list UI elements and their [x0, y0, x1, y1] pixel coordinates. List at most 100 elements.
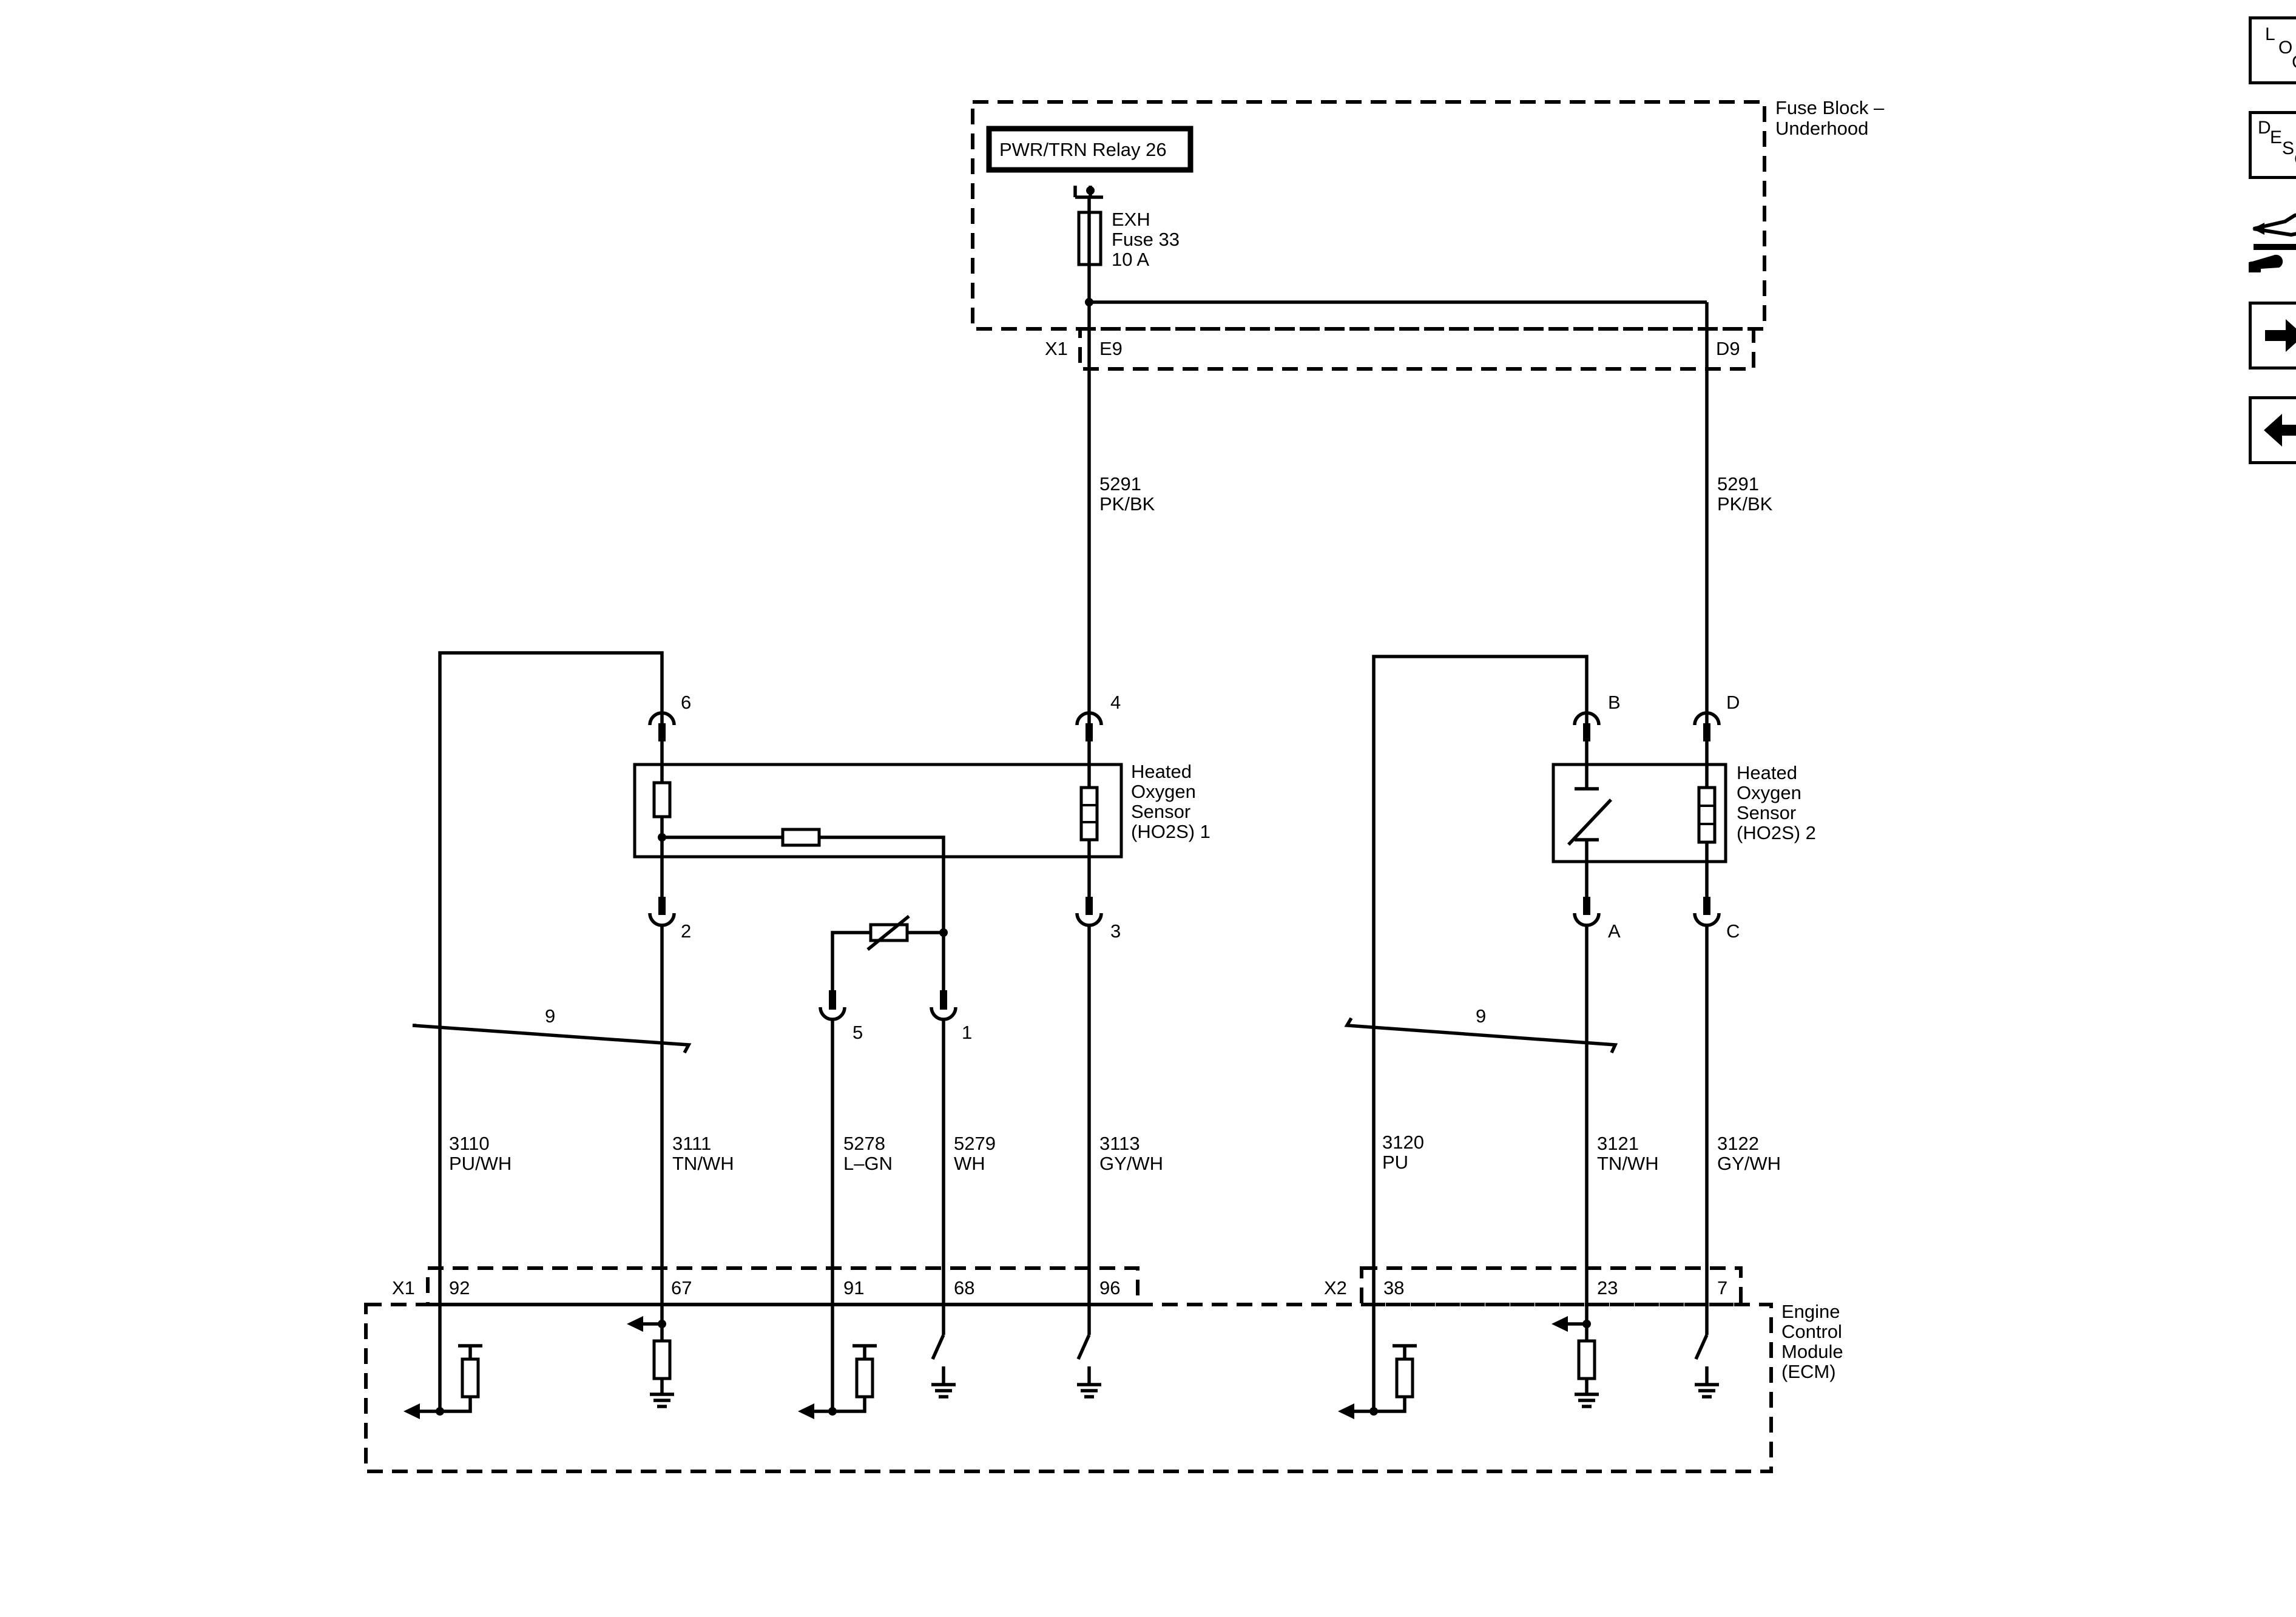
w3120-color: PU	[1382, 1152, 1408, 1173]
ecm-label-4: (ECM)	[1781, 1361, 1836, 1382]
ecm-pin-92: 92	[449, 1277, 470, 1298]
ecm-label-1: Engine	[1781, 1301, 1840, 1322]
ecm-pin-96: 96	[1099, 1277, 1120, 1298]
heater-element-icon	[1079, 786, 1099, 842]
ecm-pin-68: 68	[954, 1277, 974, 1298]
pin-3-label: 3	[1110, 920, 1121, 942]
w3113-color: GY/WH	[1099, 1153, 1163, 1174]
fuse-block-title-2: Underhood	[1775, 118, 1868, 139]
wire-3110	[438, 651, 664, 1409]
arrow-left-icon	[2264, 414, 2296, 447]
sensor2-label-1: Heated	[1737, 762, 1797, 783]
ecm-label-2: Control	[1781, 1321, 1842, 1342]
sensor1-label-2: Oxygen	[1131, 781, 1196, 802]
connector-pin-6	[648, 709, 676, 741]
w5279-circuit: 5279	[954, 1133, 996, 1154]
ecm-input-67-icon	[627, 1316, 674, 1408]
loc-letter-l: L	[2265, 24, 2275, 44]
ecm-switch-68-icon	[931, 1334, 956, 1399]
w3120-circuit: 3120	[1382, 1132, 1424, 1153]
ecm-pin-67: 67	[671, 1277, 692, 1298]
connector-tools-button[interactable]	[2244, 204, 2296, 279]
fuse-line3: 10 A	[1112, 249, 1149, 270]
wire-5291-right-circuit: 5291	[1717, 473, 1759, 495]
connector-tools-icon	[2244, 213, 2296, 279]
sensor1-label-4: (HO2S) 1	[1131, 821, 1210, 842]
w3122-color: GY/WH	[1717, 1153, 1781, 1174]
w3113-circuit: 3113	[1099, 1133, 1140, 1154]
fuse-line2: Fuse 33	[1112, 229, 1180, 250]
arrow-right-icon	[2265, 319, 2296, 352]
thermistor-branch	[819, 914, 957, 1021]
ecm-connector-x1: X1	[392, 1277, 415, 1298]
sensor2-label-2: Oxygen	[1737, 782, 1801, 803]
w5279-color: WH	[954, 1153, 985, 1174]
twist-right-label: 9	[1476, 1005, 1486, 1027]
ecm-connector-x2: X2	[1324, 1277, 1347, 1298]
loc-letter-o: O	[2278, 38, 2293, 58]
pin-b-label: B	[1608, 692, 1621, 713]
pin-c-label: C	[1726, 920, 1740, 942]
sensor-ho2s-1: Heated Oxygen Sensor (HO2S) 1	[633, 741, 1210, 1007]
w3110-circuit: 3110	[449, 1133, 490, 1154]
pin-d-label: D	[1726, 692, 1740, 713]
ecm-input-23-icon	[1551, 1316, 1599, 1408]
fuse-block-title: Fuse Block –	[1775, 97, 1885, 118]
pin-a-label: A	[1608, 920, 1621, 942]
relay-box	[986, 126, 1194, 173]
ecm-label-3: Module	[1781, 1341, 1843, 1362]
w5278-color: L–GN	[843, 1153, 893, 1174]
pin-1-label: 1	[962, 1022, 972, 1043]
pin-2-label: 2	[681, 920, 691, 942]
ecm-module: Engine Control Module (ECM) X1 X2 92 67 …	[364, 1266, 1843, 1473]
next-page-button[interactable]	[2249, 302, 2296, 370]
wire-5291-left-circuit: 5291	[1099, 473, 1141, 495]
connector-pin-b	[1573, 709, 1601, 741]
connector-pin-c	[1693, 897, 1721, 927]
w3121-circuit: 3121	[1597, 1133, 1639, 1154]
previous-page-button[interactable]	[2249, 396, 2296, 464]
w3111-color: TN/WH	[672, 1153, 734, 1174]
pin-4-label: 4	[1110, 692, 1121, 713]
sensor2-label-4: (HO2S) 2	[1737, 822, 1816, 843]
sensor-ho2s-2: Heated Oxygen Sensor (HO2S) 2	[1551, 741, 1816, 897]
fuse-line1: EXH	[1112, 209, 1150, 230]
ecm-input-91-icon	[798, 1344, 877, 1419]
twisted-pair-right	[1344, 1017, 1618, 1054]
sensor2-label-3: Sensor	[1737, 802, 1796, 823]
connector-pin-d	[1693, 709, 1721, 741]
pin-e9: E9	[1099, 338, 1123, 359]
loc-letter-c: C	[2292, 52, 2296, 73]
ecm-switch-96-icon	[1076, 1334, 1101, 1399]
loc-button[interactable]: L O C	[2249, 16, 2296, 84]
ecm-pin-23: 23	[1597, 1277, 1618, 1298]
desc-letter-d: D	[2258, 118, 2271, 138]
w3122-circuit: 3122	[1717, 1133, 1759, 1154]
pin-5-label: 5	[853, 1022, 863, 1043]
pin-d9: D9	[1716, 338, 1740, 359]
desc-button[interactable]: D E S C	[2249, 111, 2296, 179]
w3110-color: PU/WH	[449, 1153, 512, 1174]
fuse-block-underhood: Fuse Block – Underhood PWR/TRN Relay 26 …	[971, 97, 1885, 371]
desc-letter-s: S	[2282, 138, 2295, 158]
ecm-input-38-icon	[1338, 1344, 1417, 1419]
twist-left-label: 9	[545, 1005, 555, 1027]
ecm-pin-91: 91	[843, 1277, 864, 1298]
wire-5291-left-color: PK/BK	[1099, 493, 1155, 515]
desc-letter-c: C	[2294, 149, 2296, 170]
heater-resistor-icon	[652, 781, 672, 819]
heater-element-2-icon	[1697, 786, 1717, 844]
sensor-switch-icon	[1567, 798, 1612, 846]
sensor1-label-1: Heated	[1131, 761, 1192, 782]
wire-3120	[1372, 655, 1589, 1409]
w3121-color: TN/WH	[1597, 1153, 1659, 1174]
fuse-connector-x1: X1	[1045, 338, 1068, 359]
ecm-input-92-icon	[403, 1344, 482, 1419]
sensor1-label-3: Sensor	[1131, 801, 1190, 822]
twisted-pair-left	[412, 1024, 692, 1054]
connector-pin-2	[648, 897, 676, 927]
connector-pin-4	[1075, 709, 1103, 741]
w5278-circuit: 5278	[843, 1133, 885, 1154]
relay-label: PWR/TRN Relay 26	[999, 139, 1167, 160]
